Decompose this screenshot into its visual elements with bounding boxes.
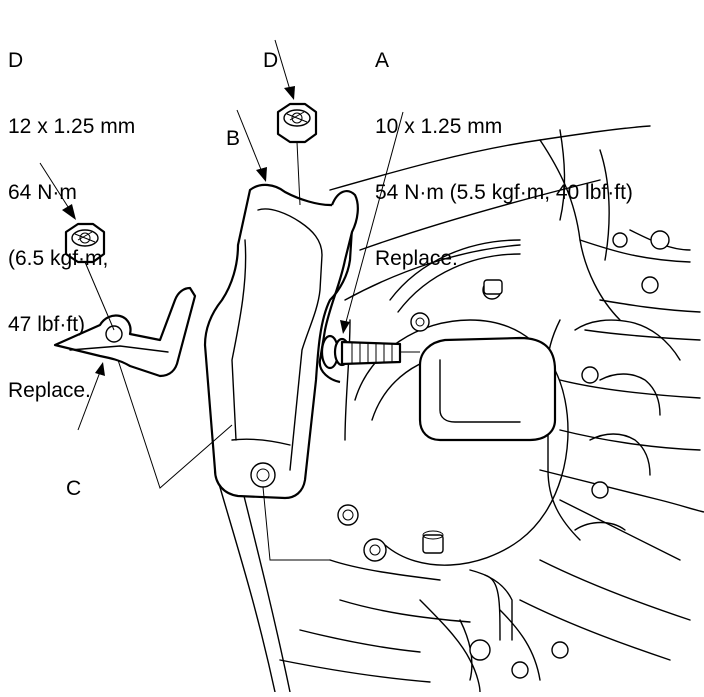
installation-lines bbox=[84, 141, 420, 561]
arrow-c bbox=[95, 362, 105, 376]
callout-a-note: Replace. bbox=[375, 247, 458, 270]
bracket-c bbox=[53, 286, 197, 378]
callout-c: C bbox=[66, 434, 81, 522]
callout-a-torque: 54 N·m (5.5 kgf·m, 40 lbf·ft) bbox=[375, 181, 633, 204]
callout-c-letter: C bbox=[66, 477, 82, 500]
callout-arrows bbox=[39, 39, 404, 431]
callout-d-top-letter: D bbox=[263, 49, 279, 72]
callout-d-left-note: Replace. bbox=[8, 379, 91, 402]
callout-b: B bbox=[226, 84, 240, 172]
block-bolt-holes bbox=[337, 230, 670, 679]
arrow-d-top bbox=[284, 86, 295, 100]
arrow-d-left bbox=[62, 204, 76, 220]
transmission-mount-boss bbox=[418, 336, 557, 442]
nut-d-top bbox=[276, 102, 318, 144]
bolt-a bbox=[320, 334, 402, 370]
callout-d-left: D 12 x 1.25 mm 64 N·m (6.5 kgf·m, 47 lbf… bbox=[8, 6, 135, 424]
callout-d-left-letter: D bbox=[8, 49, 24, 72]
callout-d-left-torque-alt1: (6.5 kgf·m, bbox=[8, 247, 109, 270]
callout-a-size: 10 x 1.25 mm bbox=[375, 115, 503, 138]
callout-d-left-torque: 64 N·m bbox=[8, 181, 77, 204]
callout-d-top: D bbox=[263, 6, 278, 94]
callout-a-letter: A bbox=[375, 49, 390, 72]
callout-d-left-size: 12 x 1.25 mm bbox=[8, 115, 136, 138]
bracket-b bbox=[203, 183, 359, 500]
arrow-a bbox=[340, 320, 350, 334]
callout-d-left-torque-alt2: 47 lbf·ft) bbox=[8, 313, 86, 336]
nut-d-left bbox=[64, 222, 106, 264]
callout-b-letter: B bbox=[226, 127, 241, 150]
callout-a: A 10 x 1.25 mm 54 N·m (5.5 kgf·m, 40 lbf… bbox=[375, 6, 633, 292]
arrow-b bbox=[256, 167, 267, 182]
